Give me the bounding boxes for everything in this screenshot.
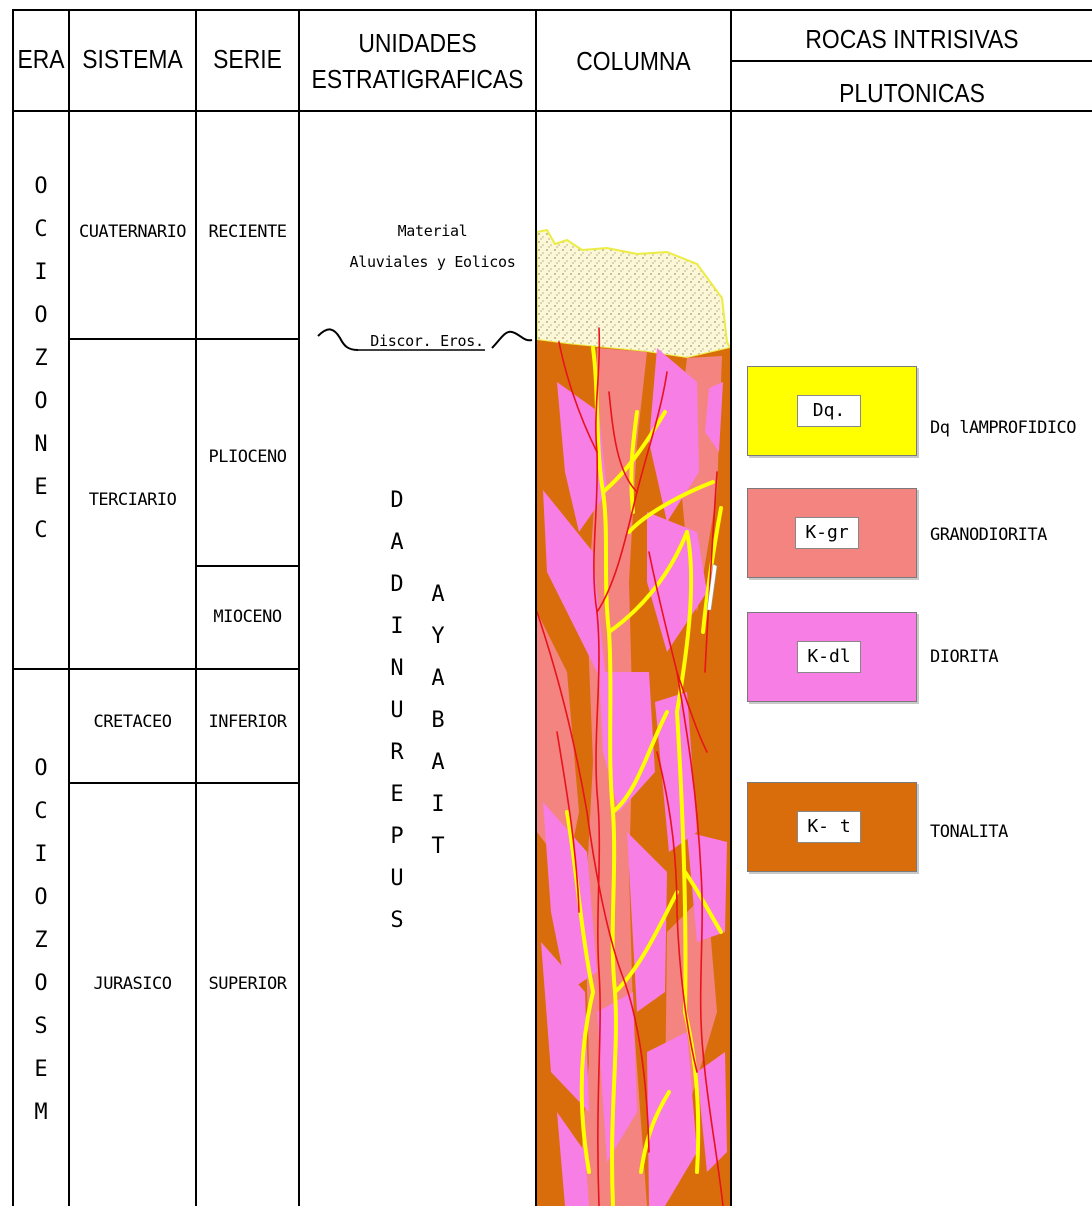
- stratigraphic-column: [537, 112, 730, 1206]
- rocas-header-divider: [731, 60, 1092, 62]
- table-top-border: [12, 9, 1092, 11]
- tiabaya-letter: A: [424, 668, 452, 710]
- tiabaya-letter: A: [424, 584, 452, 626]
- sistema-cretaceo: CRETACEO: [70, 712, 195, 732]
- era-letter: C: [26, 801, 56, 844]
- header-plutonicas: PLUTONICAS: [754, 76, 1071, 110]
- era-letter: S: [26, 1016, 56, 1059]
- legend-name-dq: Dq lAMPROFIDICO: [930, 418, 1076, 438]
- era-letter: O: [26, 758, 56, 801]
- alluvial-deposit: [537, 230, 730, 358]
- era-letter: C: [26, 219, 56, 262]
- era-letter: O: [26, 176, 56, 219]
- era-letter: I: [26, 262, 56, 305]
- serie-inferior: INFERIOR: [197, 712, 298, 732]
- tiabaya-letter: Y: [424, 626, 452, 668]
- serie-column-divider: [298, 9, 300, 1206]
- superunidad-letter: S: [383, 910, 411, 952]
- era-letter: Z: [26, 348, 56, 391]
- discordancia-label: Discor. Eros.: [362, 332, 492, 350]
- superunidad-letter: I: [383, 616, 411, 658]
- legend-name-kdl: DIORITA: [930, 647, 998, 667]
- era-letter: O: [26, 305, 56, 348]
- superunidad-letter: P: [383, 826, 411, 868]
- era-letter: O: [26, 887, 56, 930]
- cretaceo-jurasico-line: [70, 782, 299, 784]
- legend-code-kt: K- t: [797, 811, 861, 843]
- era-boundary-line: [12, 668, 70, 670]
- tiabaya-letter: B: [424, 710, 452, 752]
- plioceno-mioceno-line: [197, 565, 299, 567]
- era-letter: C: [26, 520, 56, 563]
- superunidad-letter: N: [383, 658, 411, 700]
- tiabaya-letter: T: [424, 836, 452, 878]
- era-letter: O: [26, 973, 56, 1016]
- legend-name-kt: TONALITA: [930, 822, 1008, 842]
- superunidad-letter: A: [383, 532, 411, 574]
- serie-reciente: RECIENTE: [197, 222, 298, 242]
- header-columna: COLUMNA: [549, 44, 719, 78]
- era-letter: N: [26, 434, 56, 477]
- cuaternario-terciario-line: [70, 338, 299, 340]
- material-label-line2: Aluviales y Eolicos: [340, 253, 525, 271]
- sistema-jurasico: JURASICO: [70, 974, 195, 994]
- superunidad-letter: R: [383, 742, 411, 784]
- serie-mioceno: MIOCENO: [197, 607, 298, 627]
- legend-code-kgr: K-gr: [795, 517, 859, 549]
- header-unidades-line2: ESTRATIGRAFICAS: [305, 62, 529, 96]
- era-letter: M: [26, 1102, 56, 1145]
- superunidad-letter: D: [383, 490, 411, 532]
- era-letter: I: [26, 844, 56, 887]
- legend-name-kgr: GRANODIORITA: [930, 525, 1047, 545]
- serie-superior: SUPERIOR: [197, 974, 298, 994]
- era-letter: E: [26, 1059, 56, 1102]
- tiabaya-label: A Y A B A I T: [424, 584, 452, 878]
- header-rocas-intrusivas: ROCAS INTRISIVAS: [754, 22, 1071, 56]
- columna-column-divider: [730, 9, 732, 1206]
- sistema-cuaternario: CUATERNARIO: [70, 222, 195, 242]
- header-sistema: SISTEMA: [78, 42, 188, 76]
- era-letter: Z: [26, 930, 56, 973]
- superunidad-letter: D: [383, 574, 411, 616]
- tiabaya-letter: I: [424, 794, 452, 836]
- superunidad-letter: U: [383, 700, 411, 742]
- era-column-divider: [68, 9, 70, 1206]
- sistema-terciario: TERCIARIO: [70, 490, 195, 510]
- superunidad-letter: U: [383, 868, 411, 910]
- superunidad-label: D A D I N U R E P U S: [383, 490, 411, 952]
- terciario-cretaceo-line: [70, 668, 299, 670]
- era-mesozoico: O C I O Z O S E M: [26, 758, 56, 1145]
- era-letter: O: [26, 391, 56, 434]
- header-era: ERA: [17, 42, 65, 76]
- material-label-line1: Material: [340, 222, 525, 240]
- table-left-border: [12, 9, 14, 1206]
- header-serie: SERIE: [203, 42, 292, 76]
- era-letter: E: [26, 477, 56, 520]
- legend-code-kdl: K-dl: [797, 641, 861, 673]
- serie-plioceno: PLIOCENO: [197, 447, 298, 467]
- tiabaya-letter: A: [424, 752, 452, 794]
- superunidad-letter: E: [383, 784, 411, 826]
- era-cenozoico: O C I O Z O N E C: [26, 176, 56, 563]
- legend-code-dq: Dq.: [797, 395, 861, 427]
- header-unidades-line1: UNIDADES: [314, 26, 521, 60]
